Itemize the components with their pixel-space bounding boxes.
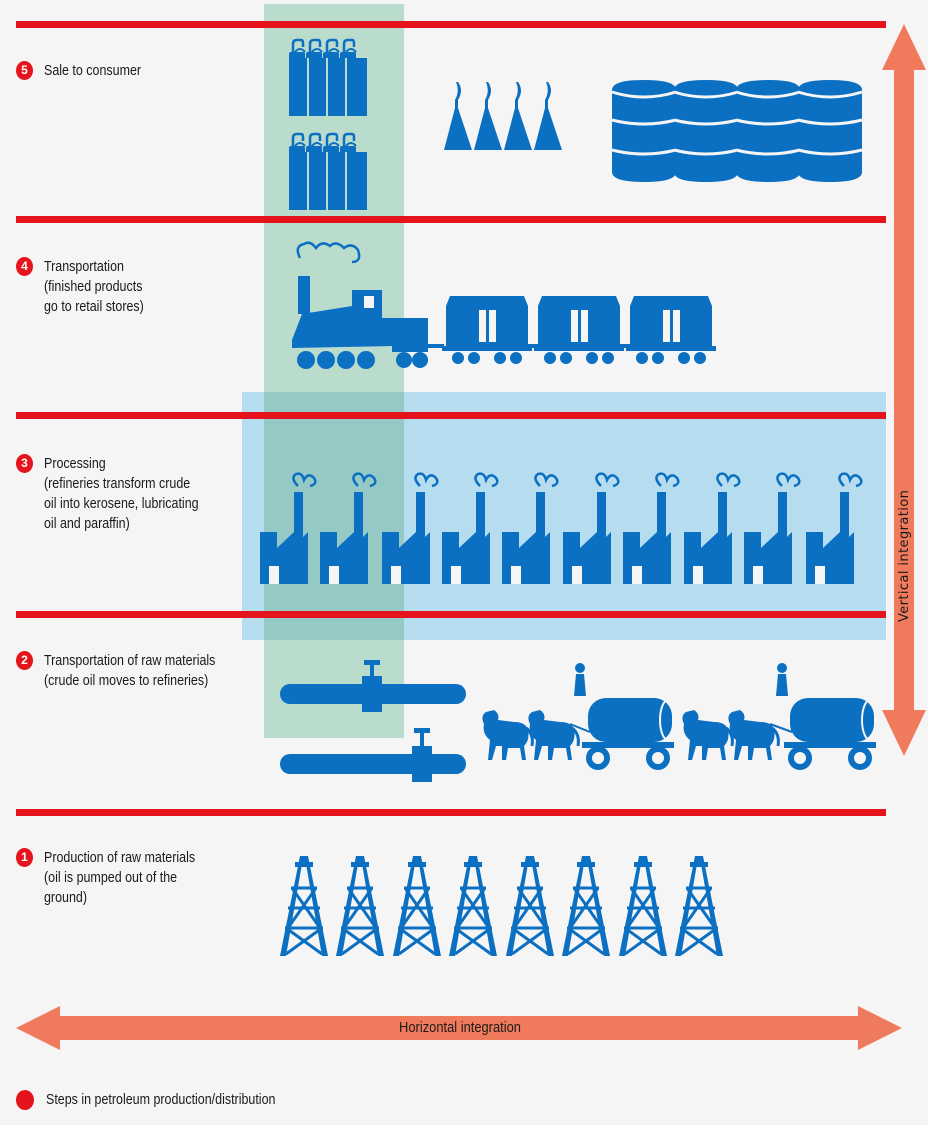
step-title: Transportation of raw materials [44, 653, 216, 669]
step-description: (refineries transform crude oil into ker… [44, 476, 199, 532]
step-divider [16, 216, 886, 223]
step-divider [16, 809, 886, 816]
oil-can-icon [287, 38, 367, 210]
step-5-label: 5 Sale to consumer [16, 61, 252, 81]
freight-car-icon [442, 296, 716, 364]
step-divider [16, 611, 886, 618]
step-4-label: 4 Transportation (finished products go t… [16, 257, 252, 317]
step-number-badge: 5 [16, 61, 33, 80]
legend-marker-icon [16, 1090, 34, 1110]
step-title: Transportation [44, 259, 124, 275]
step-number-badge: 3 [16, 454, 33, 473]
step-title: Sale to consumer [44, 63, 142, 79]
step-title: Production of raw materials [44, 850, 196, 866]
refinery-icon [258, 472, 863, 586]
step-divider [16, 21, 886, 28]
vertical-integration-arrow [882, 24, 926, 756]
step-number-badge: 1 [16, 848, 33, 867]
horse-drawn-tanker-icon [480, 662, 879, 771]
barrel-icon [610, 78, 864, 184]
step-description: (crude oil moves to refineries) [44, 673, 209, 689]
integration-overlap [264, 392, 404, 640]
pipeline-icon [280, 660, 466, 782]
step-2-label: 2 Transportation of raw materials (crude… [16, 651, 252, 691]
vertical-integration-label: Vertical integration [897, 489, 912, 622]
step-3-label: 3 Processing (refineries transform crude… [16, 454, 252, 534]
step-description: (finished products go to retail stores) [44, 279, 144, 315]
step-number-badge: 2 [16, 651, 33, 670]
step-description: (oil is pumped out of the ground) [44, 870, 178, 906]
funnel-icon [444, 82, 562, 150]
step-1-label: 1 Production of raw materials (oil is pu… [16, 848, 252, 908]
horizontal-integration-label: Horizontal integration [399, 1019, 521, 1036]
oil-derrick-icon [278, 854, 725, 958]
step-number-badge: 4 [16, 257, 33, 276]
locomotive-icon [292, 241, 444, 369]
horizontal-integration-arrow [16, 1006, 902, 1050]
legend-text: Steps in petroleum production/distributi… [46, 1092, 276, 1108]
step-divider [16, 412, 886, 419]
step-title: Processing [44, 456, 106, 472]
